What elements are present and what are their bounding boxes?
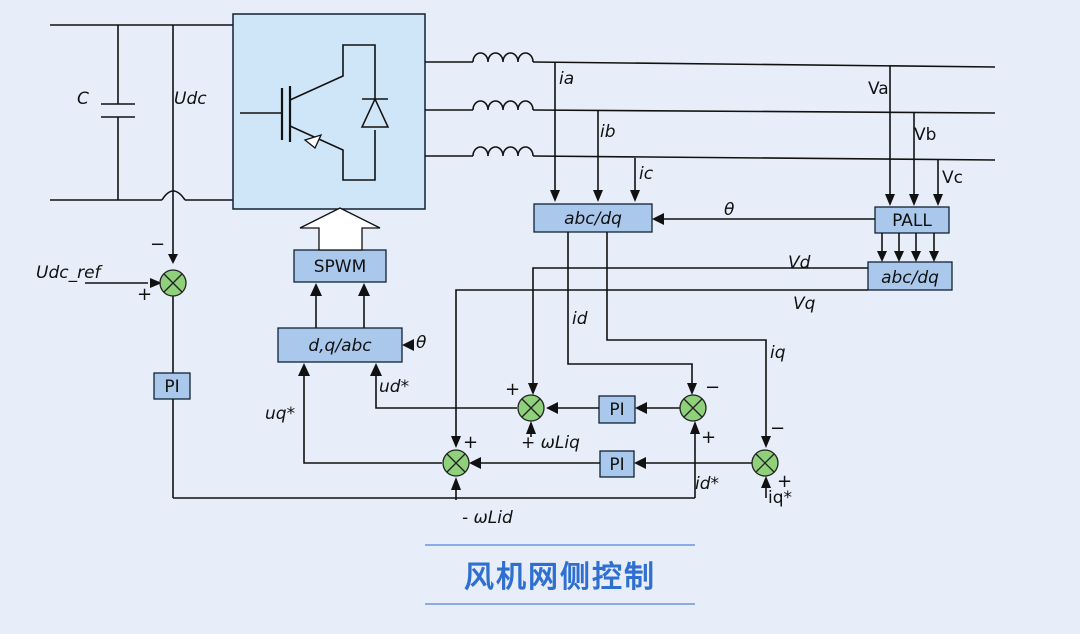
dc-minus-sign: − <box>150 234 165 255</box>
iq-minus-sign: − <box>770 418 785 439</box>
iq-star-label: iq* <box>768 488 792 508</box>
dq-abc-label: d,q/abc <box>308 336 372 356</box>
abc-dq-label: abc/dq <box>564 209 622 229</box>
summer-iq <box>751 449 779 477</box>
d-axis-loop <box>370 232 868 498</box>
ac-lines <box>425 52 996 161</box>
spwm-label: SPWM <box>314 257 367 277</box>
vd-label: Vd <box>788 253 811 273</box>
current-sense <box>550 63 640 202</box>
udc-ref-label: Udc_ref <box>36 263 104 283</box>
omega-l-iq-label: + ωLiq <box>521 433 580 453</box>
inverter-switch-icon <box>232 13 426 210</box>
id-star-label: id* <box>695 474 719 494</box>
id-minus-sign: − <box>705 377 720 398</box>
pall-label: PALL <box>892 211 932 231</box>
dc-plus-sign: + <box>137 284 152 305</box>
va-label: Va <box>868 79 889 99</box>
theta-dq-label: θ <box>416 333 427 353</box>
spwm-block: SPWM <box>293 249 387 283</box>
vb-label: Vb <box>914 125 936 145</box>
id-plus-sign: + <box>701 427 716 448</box>
abc-dq-transform-block: abc/dq <box>533 203 653 233</box>
theta-input <box>402 339 414 351</box>
pi-dc-label: PI <box>164 377 179 397</box>
omega-l-id-label: - ωLid <box>462 508 513 528</box>
pi-d-block: PI <box>598 395 636 424</box>
ud-plus-sign: + <box>505 379 520 400</box>
pi-q-block: PI <box>599 450 635 478</box>
vq-label: Vq <box>793 294 816 314</box>
pi-d-label: PI <box>609 400 624 420</box>
pi-dc-block: PI <box>153 372 191 400</box>
spwm-to-inverter-arrow <box>299 207 381 251</box>
caption-title: 风机网侧控制 <box>464 560 656 595</box>
abc-dq-voltage-block: abc/dq <box>867 261 953 291</box>
iq-plus-sign: + <box>777 471 792 492</box>
ib-label: ib <box>600 122 616 142</box>
vc-label: Vc <box>942 168 963 188</box>
pi-q-label: PI <box>609 455 624 475</box>
summer-uq <box>442 449 470 477</box>
uq-star-label: uq* <box>265 404 295 424</box>
voltage-sense <box>885 66 943 206</box>
q-axis-loop <box>298 232 868 500</box>
capacitor-label: C <box>77 89 89 109</box>
dq-to-spwm-arrows <box>310 283 370 328</box>
theta-label: θ <box>724 200 735 220</box>
dc-loop <box>85 278 695 499</box>
udc-label: Udc <box>174 89 207 109</box>
id-label: id <box>572 309 588 329</box>
uq-plus-sign: + <box>463 432 478 453</box>
dq-abc-block: d,q/abc <box>277 327 403 363</box>
pall-block: PALL <box>874 206 950 234</box>
ud-star-label: ud* <box>379 377 409 397</box>
dc-link <box>50 24 233 264</box>
abc-dq-voltage-label: abc/dq <box>881 268 939 288</box>
ic-label: ic <box>639 164 654 184</box>
pall-connections <box>652 213 939 262</box>
summer-ud <box>517 394 545 422</box>
iq-label: iq <box>770 343 786 363</box>
summer-dc <box>159 269 187 297</box>
ia-label: ia <box>559 69 574 89</box>
summer-id <box>679 394 707 422</box>
